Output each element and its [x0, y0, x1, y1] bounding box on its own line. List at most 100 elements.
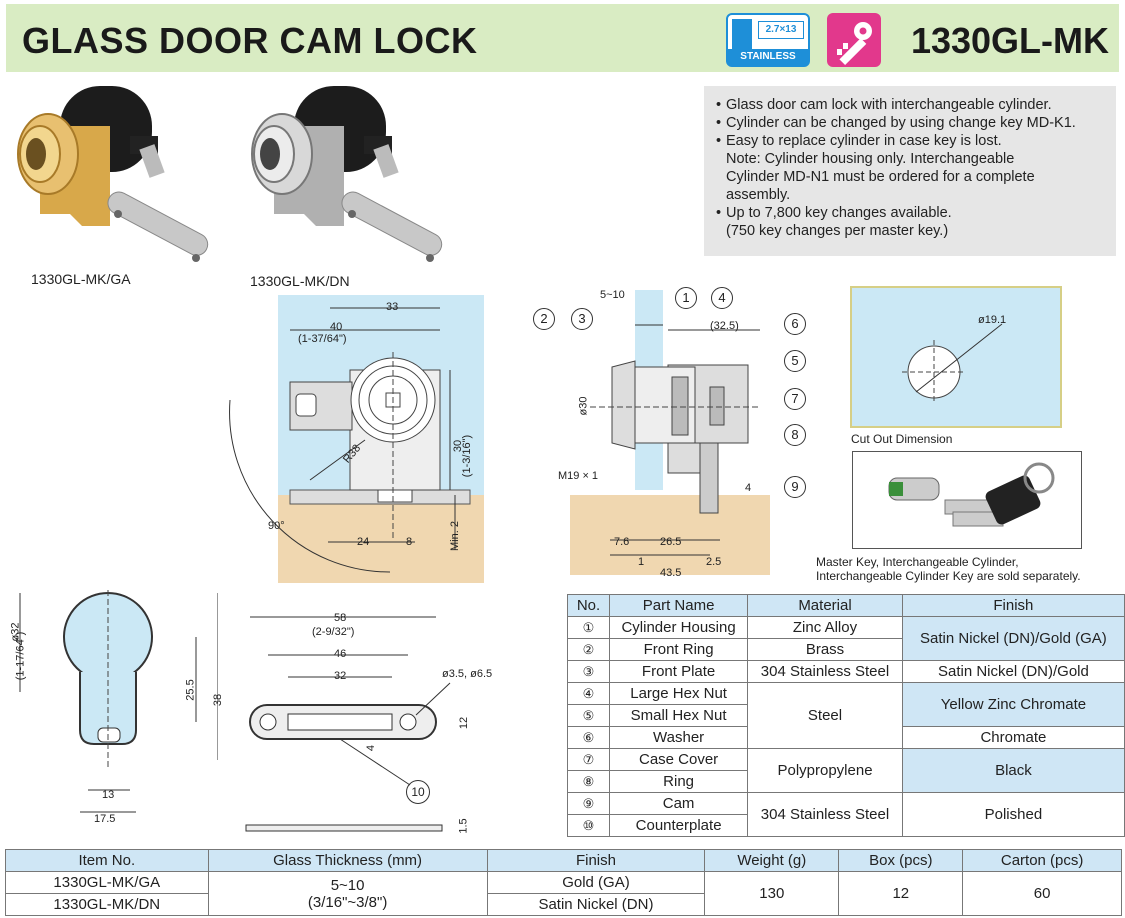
header-box: Box (pcs)	[838, 849, 964, 872]
product-photo-gold	[10, 86, 210, 276]
part-name: Large Hex Nut	[608, 682, 749, 705]
dim-40-inch: (1-37/64")	[298, 333, 347, 345]
callout-7: 7	[784, 388, 806, 410]
table-row: ③ Front Plate 304 Stainless Steel Satin …	[567, 660, 1125, 683]
keys-caption: Master Key, Interchangeable Cylinder, In…	[816, 555, 1081, 583]
table-row: ⑦ Case Cover Polypropylene Black	[567, 748, 1125, 793]
dim-5-10: 5~10	[600, 289, 625, 301]
cutout-caption: Cut Out Dimension	[851, 432, 953, 446]
dim-30-inch: (1-3/16")	[461, 434, 474, 478]
part-material: Polypropylene	[747, 748, 903, 793]
part-material: 304 Stainless Steel	[747, 660, 903, 683]
part-no: ⑩	[567, 814, 610, 837]
dim-13: 13	[102, 789, 115, 801]
part-finish: Polished	[901, 792, 1125, 837]
part-no: ⑨	[567, 792, 610, 815]
part-no: ⑥	[567, 726, 610, 749]
dim-17-5: 17.5	[94, 813, 116, 825]
table-row: ⑧ Ring	[567, 770, 1125, 793]
carton-qty: 60	[962, 871, 1122, 916]
spec-header-row: Item No. Glass Thickness (mm) Finish Wei…	[5, 849, 1122, 872]
photo-caption-ga: 1330GL-MK/GA	[31, 271, 131, 287]
key-icon	[827, 13, 881, 67]
part-finish: Yellow Zinc Chromate	[901, 682, 1125, 727]
dim-12: 12	[458, 716, 471, 730]
dim-43-5: 43.5	[660, 567, 682, 579]
header-carton: Carton (pcs)	[962, 849, 1122, 872]
stainless-label: STAINLESS	[728, 49, 808, 65]
box-qty: 12	[838, 871, 964, 916]
side-section-drawing	[570, 290, 770, 575]
part-material: 304 Stainless Steel	[747, 792, 903, 837]
callout-4: 4	[711, 287, 733, 309]
finish: Satin Nickel (DN)	[486, 893, 706, 916]
header-item-no: Item No.	[5, 849, 209, 872]
table-row: ⑩ Counterplate	[567, 814, 1125, 837]
part-finish: Satin Nickel (DN)/Gold	[901, 660, 1125, 683]
cam-drawing	[19, 590, 218, 813]
stainless-badge: 2.7×13 STAINLESS	[726, 13, 810, 67]
dim-8: 8	[406, 536, 413, 548]
dim-58: 58	[334, 612, 347, 624]
dim-90-deg: 90°	[268, 520, 285, 532]
cutout-box	[850, 286, 1062, 428]
dim-40: 40	[330, 321, 343, 333]
table-row: ⑤ Small Hex Nut	[567, 704, 1125, 727]
feature-item: Glass door cam lock with interchangeable…	[716, 96, 1106, 114]
screw-icon	[732, 19, 752, 51]
part-material: Zinc Alloy	[747, 616, 903, 639]
part-no: ①	[567, 616, 610, 639]
weight: 130	[704, 871, 840, 916]
page-title: GLASS DOOR CAM LOCK	[22, 20, 478, 61]
spec-table: Item No. Glass Thickness (mm) Finish Wei…	[5, 849, 1122, 916]
photo-caption-dn: 1330GL-MK/DN	[250, 273, 350, 289]
part-name: Small Hex Nut	[608, 704, 749, 727]
callout-1: 1	[675, 287, 697, 309]
dim-o30: ø30	[577, 396, 590, 416]
callout-8: 8	[784, 424, 806, 446]
feature-list: Glass door cam lock with interchangeable…	[704, 86, 1116, 256]
parts-table: No. Part Name Material Finish ① Cylinder…	[567, 594, 1125, 837]
dim-33: 33	[386, 301, 399, 313]
part-no: ⑧	[567, 770, 610, 793]
keys-photo	[852, 451, 1082, 549]
table-row: ④ Large Hex Nut Steel Yellow Zinc Chroma…	[567, 682, 1125, 749]
part-name: Washer	[608, 726, 749, 749]
dim-32: 32	[334, 670, 347, 682]
table-row: 1330GL-MK/GA 5~10 (3/16"~3/8") Gold (GA)…	[5, 871, 1122, 916]
table-row: ⑥ Washer Chromate	[567, 726, 1125, 749]
part-name: Cylinder Housing	[608, 616, 749, 639]
header-weight: Weight (g)	[704, 849, 840, 872]
part-name: Case Cover	[608, 748, 749, 771]
counterplate-drawing	[245, 616, 451, 832]
dim-1: 1	[638, 556, 645, 568]
header-finish: Finish	[901, 594, 1125, 617]
part-finish: Satin Nickel (DN)/Gold (GA)	[901, 616, 1125, 661]
header-part-name: Part Name	[608, 594, 749, 617]
header-finish: Finish	[486, 849, 706, 872]
header-glass-thickness: Glass Thickness (mm)	[207, 849, 488, 872]
part-name: Front Ring	[608, 638, 749, 661]
front-view-drawing	[229, 295, 484, 583]
callout-2: 2	[533, 308, 555, 330]
dim-46: 46	[334, 648, 347, 660]
table-row: ⑨ Cam 304 Stainless Steel Polished	[567, 792, 1125, 837]
part-name: Ring	[608, 770, 749, 793]
dim-58-inch: (2-9/32")	[312, 626, 355, 638]
part-name: Cam	[608, 792, 749, 815]
callout-5: 5	[784, 350, 806, 372]
dim-32-5: (32.5)	[710, 320, 739, 332]
dim-2-5: 2.5	[706, 556, 722, 568]
product-photo-nickel	[238, 86, 448, 276]
dim-25-5: 25.5	[184, 679, 197, 701]
part-material: Steel	[747, 682, 903, 749]
dim-4: 4	[745, 482, 752, 494]
callout-9: 9	[784, 476, 806, 498]
part-no: ④	[567, 682, 610, 705]
item-no: 1330GL-MK/GA	[5, 871, 209, 894]
part-name: Counterplate	[608, 814, 749, 837]
callout-3: 3	[571, 308, 593, 330]
header-no: No.	[567, 594, 610, 617]
feature-item: Cylinder can be changed by using change …	[716, 114, 1106, 132]
part-material: Brass	[747, 638, 903, 661]
